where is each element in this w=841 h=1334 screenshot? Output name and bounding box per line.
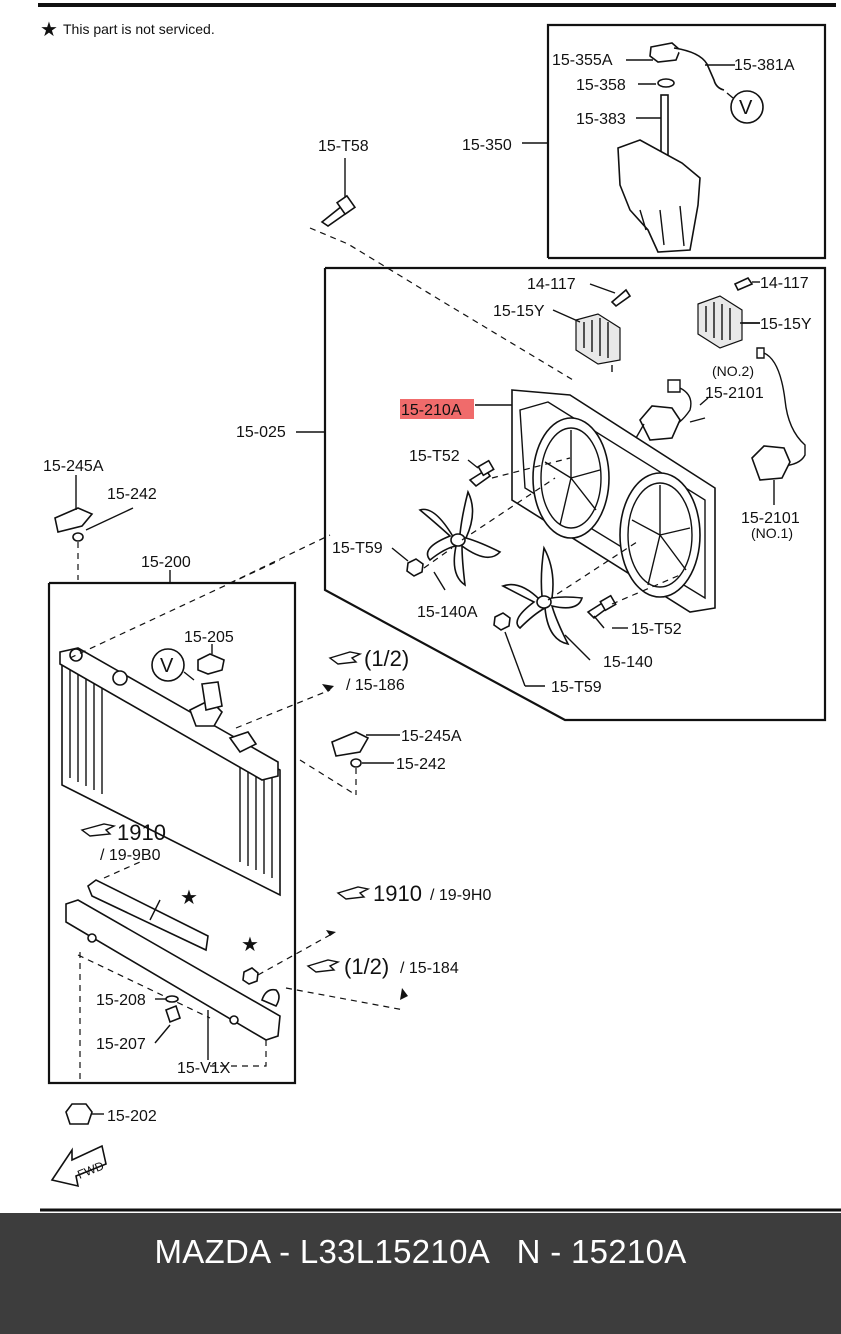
o-ring-15-208 xyxy=(165,995,179,1003)
tank-cap-15-355A xyxy=(649,42,681,63)
ref-label-1910-b: 1910 xyxy=(373,881,422,906)
not-serviced-star: ★ xyxy=(40,19,58,41)
fwd-arrow-icon: FWD xyxy=(50,1144,107,1188)
screw-14-117-left xyxy=(610,288,632,308)
reserve-tank-box xyxy=(546,23,827,260)
fan-motor-15-2101-no1 xyxy=(751,445,791,481)
nut-star xyxy=(242,967,259,985)
cushion-15-242-right xyxy=(350,758,362,768)
reserve-tank-body xyxy=(617,139,701,253)
label-15-381A: 15-381A xyxy=(734,57,795,74)
reference-hand-icon-3 xyxy=(336,886,371,900)
label-15-358: 15-358 xyxy=(576,77,626,94)
label-15-15Y-right: 15-15Y xyxy=(760,316,812,333)
v-label-upper: V xyxy=(739,97,753,119)
footer-bar: MAZDA - L33L15210A N - 15210A xyxy=(0,1213,841,1334)
reference-group: (1/2) / 15-186 15-245A 15-242 1910 / 19-… xyxy=(80,646,491,1000)
lower-hose-pipe xyxy=(87,879,209,952)
label-15-245A-left: 15-245A xyxy=(43,458,104,475)
label-15-025: 15-025 xyxy=(236,424,286,441)
resistor-15-15Y-left xyxy=(575,313,621,365)
footer-part-number: MAZDA - L33L15210A N - 15210A xyxy=(154,1233,687,1270)
bolt-15-T58-group: 15-T58 xyxy=(309,138,574,381)
radiator-filler-neck xyxy=(201,681,223,711)
label-15-205: 15-205 xyxy=(184,629,234,646)
reference-hand-icon-1 xyxy=(328,651,363,665)
star-mark-lower: ★ xyxy=(241,934,259,956)
nut-15-T59-left xyxy=(406,558,424,577)
ref-label-19-9B0: / 19-9B0 xyxy=(100,847,161,864)
label-15-V1X: 15-V1X xyxy=(177,1060,231,1077)
bracket-15-245A-right xyxy=(331,731,370,757)
bracket-left-group: 15-245A 15-242 xyxy=(43,458,157,580)
label-15-T52-upper: 15-T52 xyxy=(409,448,460,465)
v-circle-lower xyxy=(151,648,185,682)
label-15-355A: 15-355A xyxy=(552,52,613,69)
reference-hand-icon-2 xyxy=(80,823,117,837)
label-15-T52-lower: 15-T52 xyxy=(631,621,682,638)
bracket-15-245A-left xyxy=(54,507,94,533)
label-14-117-right: 14-117 xyxy=(760,275,809,292)
label-15-T58: 15-T58 xyxy=(318,138,369,155)
not-serviced-note: This part is not serviced. xyxy=(63,21,215,37)
radiator-box xyxy=(47,581,297,1085)
gasket-15-358 xyxy=(657,78,675,88)
label-15-242-right: 15-242 xyxy=(396,756,446,773)
label-15-210A: 15-210A xyxy=(401,402,462,419)
radiator-group: 15-200 15-205 V xyxy=(47,534,405,1085)
ref-label-1-2-a: (1/2) xyxy=(364,646,409,671)
fan-assembly-box xyxy=(323,266,827,722)
cap-15-202-group: 15-202 xyxy=(65,1103,157,1125)
label-15-383: 15-383 xyxy=(576,111,626,128)
label-15-202: 15-202 xyxy=(107,1108,157,1125)
label-15-140A: 15-140A xyxy=(417,604,478,621)
label-15-15Y-left: 15-15Y xyxy=(493,303,545,320)
resistor-15-15Y-right xyxy=(697,295,743,349)
drain-plug-15-207 xyxy=(165,1004,181,1024)
screw-14-117-right xyxy=(733,276,754,292)
star-mark-upper: ★ xyxy=(180,887,198,909)
reserve-tank-group: V 15-355A 15-381A 15-358 15-383 15-350 xyxy=(462,23,827,260)
label-15-T59-left: 15-T59 xyxy=(332,540,383,557)
v-circle-upper xyxy=(730,90,764,124)
ref-label-1910-a: 1910 xyxy=(117,820,166,845)
label-15-140: 15-140 xyxy=(603,654,653,671)
fan-motor-15-2101-no2 xyxy=(639,405,681,441)
v-label-lower: V xyxy=(160,655,174,677)
label-15-208: 15-208 xyxy=(96,992,146,1009)
overflow-hose-15-381A xyxy=(673,47,725,91)
radiator-cap-15-205 xyxy=(197,653,225,675)
nut-15-T59-right xyxy=(493,612,511,631)
label-15-242-left: 15-242 xyxy=(107,486,157,503)
label-14-117-left: 14-117 xyxy=(527,276,576,293)
label-15-350: 15-350 xyxy=(462,137,512,154)
fan-assembly-group: 15-025 xyxy=(236,266,827,722)
label-15-2101-no2: 15-2101 xyxy=(705,385,764,402)
ref-label-1-2-b: (1/2) xyxy=(344,954,389,979)
label-15-245A-right: 15-245A xyxy=(401,728,462,745)
ref-label-15-184: / 15-184 xyxy=(400,960,459,977)
label-15-200: 15-200 xyxy=(141,554,191,571)
ref-label-19-9H0: / 19-9H0 xyxy=(430,887,491,904)
radiator-lower-tank xyxy=(65,899,281,1041)
label-15-2101-no1: 15-2101 xyxy=(741,510,800,527)
cap-15-202 xyxy=(65,1103,93,1125)
reference-hand-icon-4 xyxy=(306,959,341,973)
drain-hose xyxy=(261,988,280,1008)
label-15-T59-right: 15-T59 xyxy=(551,679,602,696)
label-no1: (NO.1) xyxy=(751,525,793,541)
ref-label-15-186: / 15-186 xyxy=(346,677,405,694)
label-no2: (NO.2) xyxy=(712,363,754,379)
cushion-15-242-left xyxy=(72,532,84,542)
label-15-207: 15-207 xyxy=(96,1036,146,1053)
parts-diagram: ★ This part is not serviced. V 15-355A 1… xyxy=(38,3,841,1212)
label-15-210A-highlight xyxy=(400,399,474,419)
